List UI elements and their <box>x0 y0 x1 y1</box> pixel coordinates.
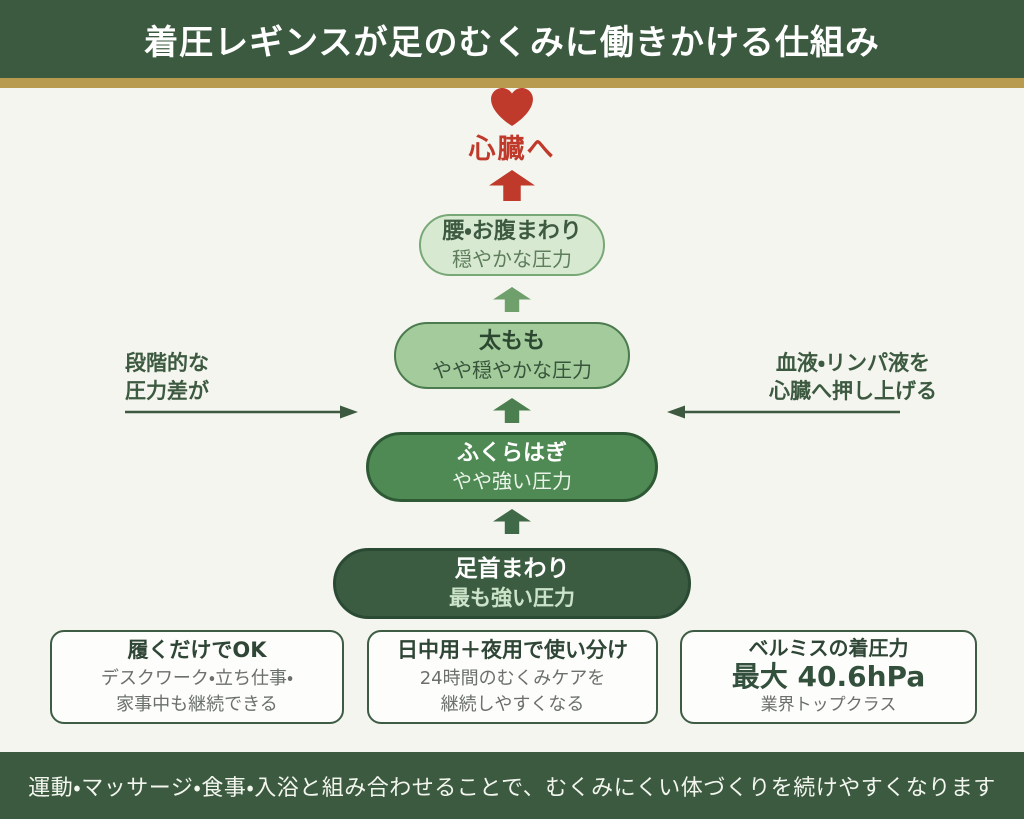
footer-text: 運動・マッサージ・食事・入浴と組み合わせることで、むくみにくい体づくりを続けやす… <box>28 775 996 801</box>
benefit-card-wear-only: 履くだけでOK デスクワーク・立ち仕事・ 家事中も継続できる <box>50 630 344 724</box>
stage-ankle-pill: 足首まわり 最も強い圧力 <box>333 548 691 619</box>
card-title: 日中用＋夜用で使い分け <box>397 638 628 663</box>
stage-name: 太もも <box>478 329 545 355</box>
up-arrow-icon <box>493 509 531 534</box>
stage-pressure: やや穏やかな圧力 <box>432 357 592 382</box>
stage-thigh-pill: 太もも やや穏やかな圧力 <box>394 322 630 389</box>
card-body: 業界トップクラス <box>760 695 897 716</box>
heart-icon <box>491 88 533 126</box>
right-annotation: 血液・リンパ液を 心臓へ押し上げる <box>755 349 951 406</box>
to-heart-label: 心臓へ <box>468 134 556 165</box>
up-arrow-icon <box>493 398 531 423</box>
card-title: ベルミスの着圧力 <box>748 636 909 660</box>
benefit-card-day-night: 日中用＋夜用で使い分け 24時間のむくみケアを 継続しやすくなる <box>367 630 658 724</box>
stage-pressure: やや強い圧力 <box>452 469 572 494</box>
gold-divider <box>0 78 1024 88</box>
left-annotation-line2: 圧力差が <box>125 379 209 404</box>
footer-banner: 運動・マッサージ・食事・入浴と組み合わせることで、むくみにくい体づくりを続けやす… <box>0 752 1024 819</box>
arrow-right-icon <box>125 405 358 419</box>
card-body: デスクワーク・立ち仕事・ 家事中も継続できる <box>100 668 294 715</box>
stage-pressure: 穏やかな圧力 <box>452 247 572 272</box>
card-body: 24時間のむくみケアを 継続しやすくなる <box>419 668 606 715</box>
page-title: 着圧レギンスが足のむくみに働きかける仕組み <box>144 22 880 63</box>
stage-name: 足首まわり <box>454 555 570 582</box>
stage-waist-pill: 腰・お腹まわり 穏やかな圧力 <box>419 214 605 276</box>
stage-name: 腰・お腹まわり <box>442 218 582 244</box>
left-annotation: 段階的な 圧力差が <box>125 349 209 406</box>
right-annotation-line1: 血液・リンパ液を <box>775 351 931 375</box>
stage-calf-pill: ふくらはぎ やや強い圧力 <box>366 432 658 502</box>
card-title: 履くだけでOK <box>127 638 267 663</box>
right-annotation-line2: 心臓へ押し上げる <box>769 379 937 404</box>
header-banner: 着圧レギンスが足のむくみに働きかける仕組み <box>0 0 1024 78</box>
up-arrow-red-icon <box>489 170 535 201</box>
left-annotation-line1: 段階的な <box>125 351 209 375</box>
stage-pressure: 最も強い圧力 <box>449 585 575 610</box>
arrow-left-icon <box>667 405 900 419</box>
up-arrow-icon <box>493 287 531 312</box>
benefit-card-pressure-spec: ベルミスの着圧力 最大 40.6hPa 業界トップクラス <box>680 630 977 724</box>
stage-name: ふくらはぎ <box>456 440 567 466</box>
card-highlight-value: 最大 40.6hPa <box>731 660 926 693</box>
